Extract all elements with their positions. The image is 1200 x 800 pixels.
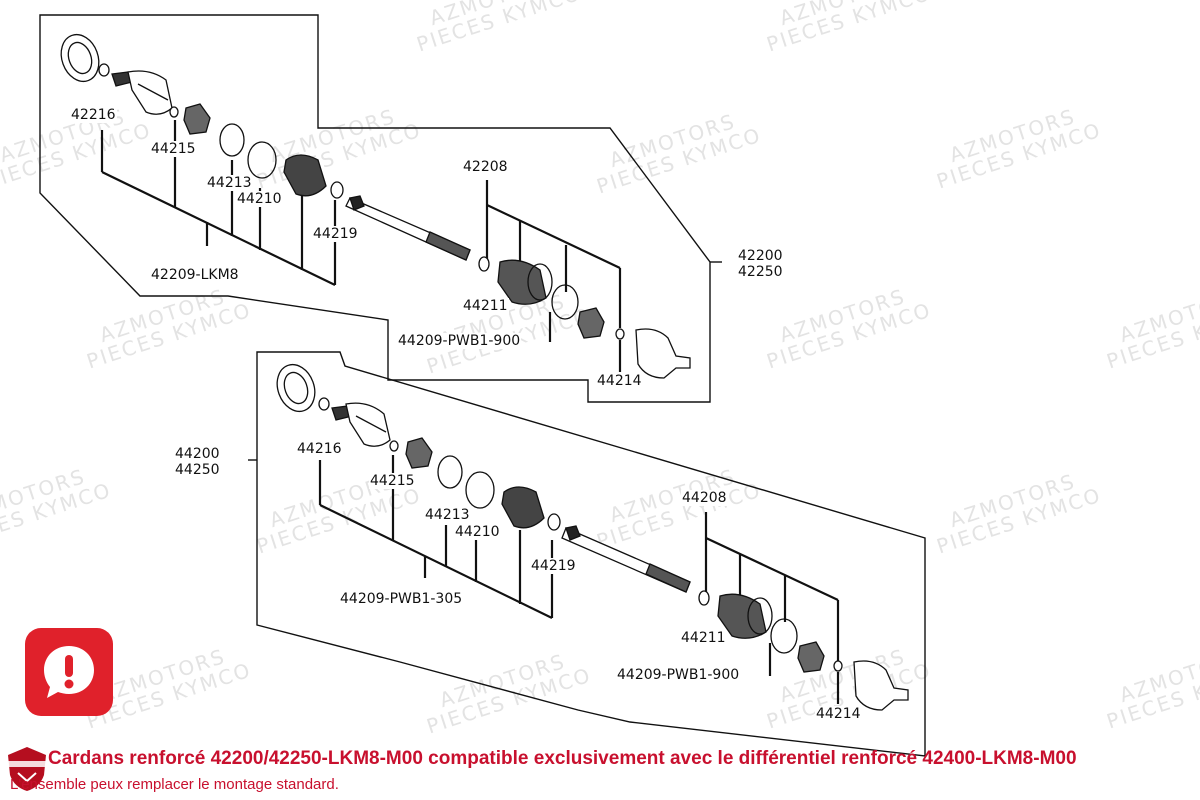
- assembly-number: 44250: [175, 462, 220, 478]
- top-assembly-frame: [39, 14, 722, 403]
- top-parts: [60, 33, 691, 379]
- bottom-leader-tree-outer: [704, 512, 840, 704]
- part-label-44211: 44211: [680, 630, 727, 646]
- compatibility-note: Cardans renforcé 42200/42250-LKM8-M00 co…: [48, 748, 1077, 769]
- part-label-44208: 44208: [681, 490, 728, 506]
- part-label-44219: 44219: [312, 226, 359, 242]
- part-label-42216: 42216: [70, 107, 117, 123]
- part-label-44215: 44215: [150, 141, 197, 157]
- assembly-number-group-top: 42200 42250: [737, 248, 784, 280]
- part-label-42208: 42208: [462, 159, 509, 175]
- part-label-44214: 44214: [596, 373, 643, 389]
- top-leader-tree-outer: [485, 180, 622, 372]
- bottom-assembly-frame: [248, 351, 926, 757]
- part-label-44219: 44219: [530, 558, 577, 574]
- azmotors-shield-logo-icon: [6, 747, 48, 791]
- part-label-44216: 44216: [296, 441, 343, 457]
- part-label-44214: 44214: [815, 706, 862, 722]
- kit-label-42209-lkm8: 42209-LKM8: [150, 267, 240, 283]
- part-label-44210: 44210: [454, 524, 501, 540]
- bottom-parts: [276, 363, 909, 711]
- exclamation-speech-bubble-icon: [44, 646, 94, 698]
- part-label-44213: 44213: [424, 507, 471, 523]
- part-label-44210: 44210: [236, 191, 283, 207]
- kit-label-44209-pwb1-305: 44209-PWB1-305: [339, 591, 464, 607]
- replacement-note: L'ensemble peux remplacer le montage sta…: [10, 776, 339, 793]
- kit-label-44209-pwb1-900: 44209-PWB1-900: [616, 667, 741, 683]
- part-label-44211: 44211: [462, 298, 509, 314]
- kit-label-44209-pwb1-900: 44209-PWB1-900: [397, 333, 522, 349]
- alert-badge: [25, 628, 113, 716]
- top-leader-tree-inner: [100, 120, 337, 286]
- assembly-number: 42200: [738, 248, 783, 264]
- assembly-number: 44200: [175, 446, 220, 462]
- assembly-number: 42250: [738, 264, 783, 280]
- bottom-leader-tree-inner: [318, 455, 554, 619]
- part-label-44215: 44215: [369, 473, 416, 489]
- part-label-44213: 44213: [206, 175, 253, 191]
- assembly-number-group-bottom: 44200 44250: [174, 446, 221, 478]
